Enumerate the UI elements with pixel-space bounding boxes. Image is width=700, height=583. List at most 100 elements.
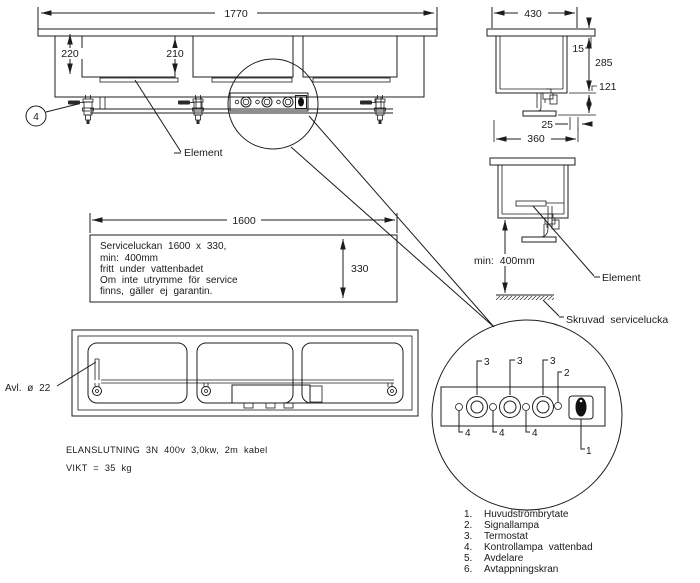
heating-element-strip [211, 77, 293, 83]
drain-outlet-center [204, 389, 208, 393]
thermostat-knob-inner [284, 98, 292, 106]
body-inner-walls [501, 165, 565, 215]
callout-2: 2 [564, 368, 570, 379]
dim-430: 430 [524, 8, 542, 20]
mounting-foot [522, 110, 557, 117]
legend-label-signallampa: Signallampa [484, 520, 539, 531]
detail-view: 3 3 3 2 4 4 4 1 [431, 319, 623, 511]
dim-25: 25 [541, 119, 553, 131]
min-clearance-label: min: 400mm [474, 255, 535, 267]
drain-pipe [94, 358, 394, 387]
indicator-lamp [234, 99, 240, 105]
callout-4: 4 [532, 428, 538, 439]
dim-extension-lines [491, 7, 578, 28]
plan-inner-frame [77, 335, 413, 411]
switch-toggle [575, 397, 587, 417]
waterbath-lamp [522, 403, 530, 411]
callout-3: 3 [484, 357, 490, 368]
thermostat-knob-inner [536, 400, 550, 414]
heating-element-strip [515, 200, 547, 207]
service-note: 1600 Serviceluckan 1600 x 330, min: 400m… [89, 213, 398, 303]
dim-text-bg [472, 254, 539, 266]
waterbath-lamp [455, 403, 463, 411]
dim-220: 220 [61, 48, 79, 60]
legend-num: 2. [464, 520, 472, 531]
legend-num: 6. [464, 564, 472, 575]
legend-label-huvudstrombrytare: Huvudströmbrytate [484, 509, 569, 520]
dim-text-bg [518, 7, 548, 18]
flange-section [486, 28, 596, 37]
thermostat-knob [240, 96, 252, 108]
body-section [497, 165, 569, 219]
element-pipe [536, 93, 542, 112]
drain-outlet [201, 386, 211, 396]
callout-leader-4 [458, 411, 463, 433]
hatch-leader [542, 299, 564, 318]
callout-leader-4 [525, 411, 530, 433]
dim-extension-lines [558, 85, 597, 116]
dim-210: 210 [166, 48, 184, 60]
dim-extension-lines [89, 213, 398, 233]
element-leader [532, 205, 600, 278]
main-power-switch [295, 95, 307, 109]
dim-330: 330 [351, 263, 369, 275]
drain-outlet-center [390, 389, 394, 393]
callout-4: 4 [465, 428, 471, 439]
legend-label-kontrollampa: Kontrollampa vattenbad [484, 542, 593, 553]
legend-num: 4. [464, 542, 472, 553]
dim-text-bg [56, 48, 84, 59]
thermostat-knob [282, 96, 294, 108]
dim-extension-lines [37, 7, 438, 29]
legend-num: 1. [464, 509, 472, 520]
drain-outlet-center [95, 389, 99, 393]
mounting-foot [521, 236, 557, 243]
callout-leader-4 [492, 411, 497, 433]
detail-projection-lines [290, 115, 495, 328]
heating-element-strip [312, 77, 391, 83]
callout-4: 4 [499, 428, 505, 439]
basin-1 [87, 342, 188, 404]
legend: 1. Huvudströmbrytate 2. Signallampa 3. T… [464, 509, 593, 575]
dim-1600: 1600 [232, 215, 256, 227]
drain-outlet [387, 386, 397, 396]
side-section-view: 430 15 285 121 25 360 [486, 7, 617, 145]
balloon-number: 4 [33, 112, 39, 123]
dim-1770: 1770 [224, 8, 248, 20]
dim-text-bg [161, 48, 189, 59]
top-flange [37, 28, 438, 37]
callout-leader-1 [580, 419, 585, 450]
callout-leader-3 [542, 359, 548, 395]
legend-label-avdelare: Avdelare [484, 553, 524, 564]
power-note: ELANSLUTNING 3N 400v 3,0kw, 2m kabel [66, 445, 267, 455]
service-note-line3: fritt under vattenbadet [100, 264, 204, 275]
dim-hook-15 [585, 37, 592, 49]
element-label: Element [184, 147, 223, 159]
dim-text-bg [215, 7, 257, 19]
thermostat-knob-inner [263, 98, 271, 106]
signal-lamp [554, 402, 562, 410]
dim-121: 121 [599, 81, 617, 93]
drain-tap [67, 94, 94, 125]
control-housing [231, 384, 311, 404]
dim-text-bg [521, 133, 551, 144]
clearance-view: min: 400mm Element Skruvad servicelucka [472, 157, 668, 326]
heating-element-strip [99, 77, 179, 83]
service-hatch-label: Skruvad servicelucka [566, 314, 668, 326]
indicator-lamp [255, 99, 260, 105]
housing-tab [265, 402, 276, 409]
dim-ticks-25 [569, 117, 579, 130]
waterbath-lamp [489, 403, 497, 411]
flange-section [489, 157, 576, 166]
balloon-circle [25, 105, 47, 127]
callout-3: 3 [550, 356, 556, 367]
tap-hangers [99, 97, 382, 109]
dim-text-bg [227, 214, 261, 225]
front-view: 1770 220 210 Element [25, 7, 495, 328]
callout-3: 3 [517, 356, 523, 367]
service-note-line1: Serviceluckan 1600 x 330, [100, 241, 226, 252]
thermostat-knob-inner [470, 400, 484, 414]
notes: ELANSLUTNING 3N 400v 3,0kw, 2m kabel VIK… [66, 445, 267, 473]
service-note-line5: finns, gäller ej garantin. [100, 286, 212, 297]
callout-leader-3 [509, 359, 515, 395]
